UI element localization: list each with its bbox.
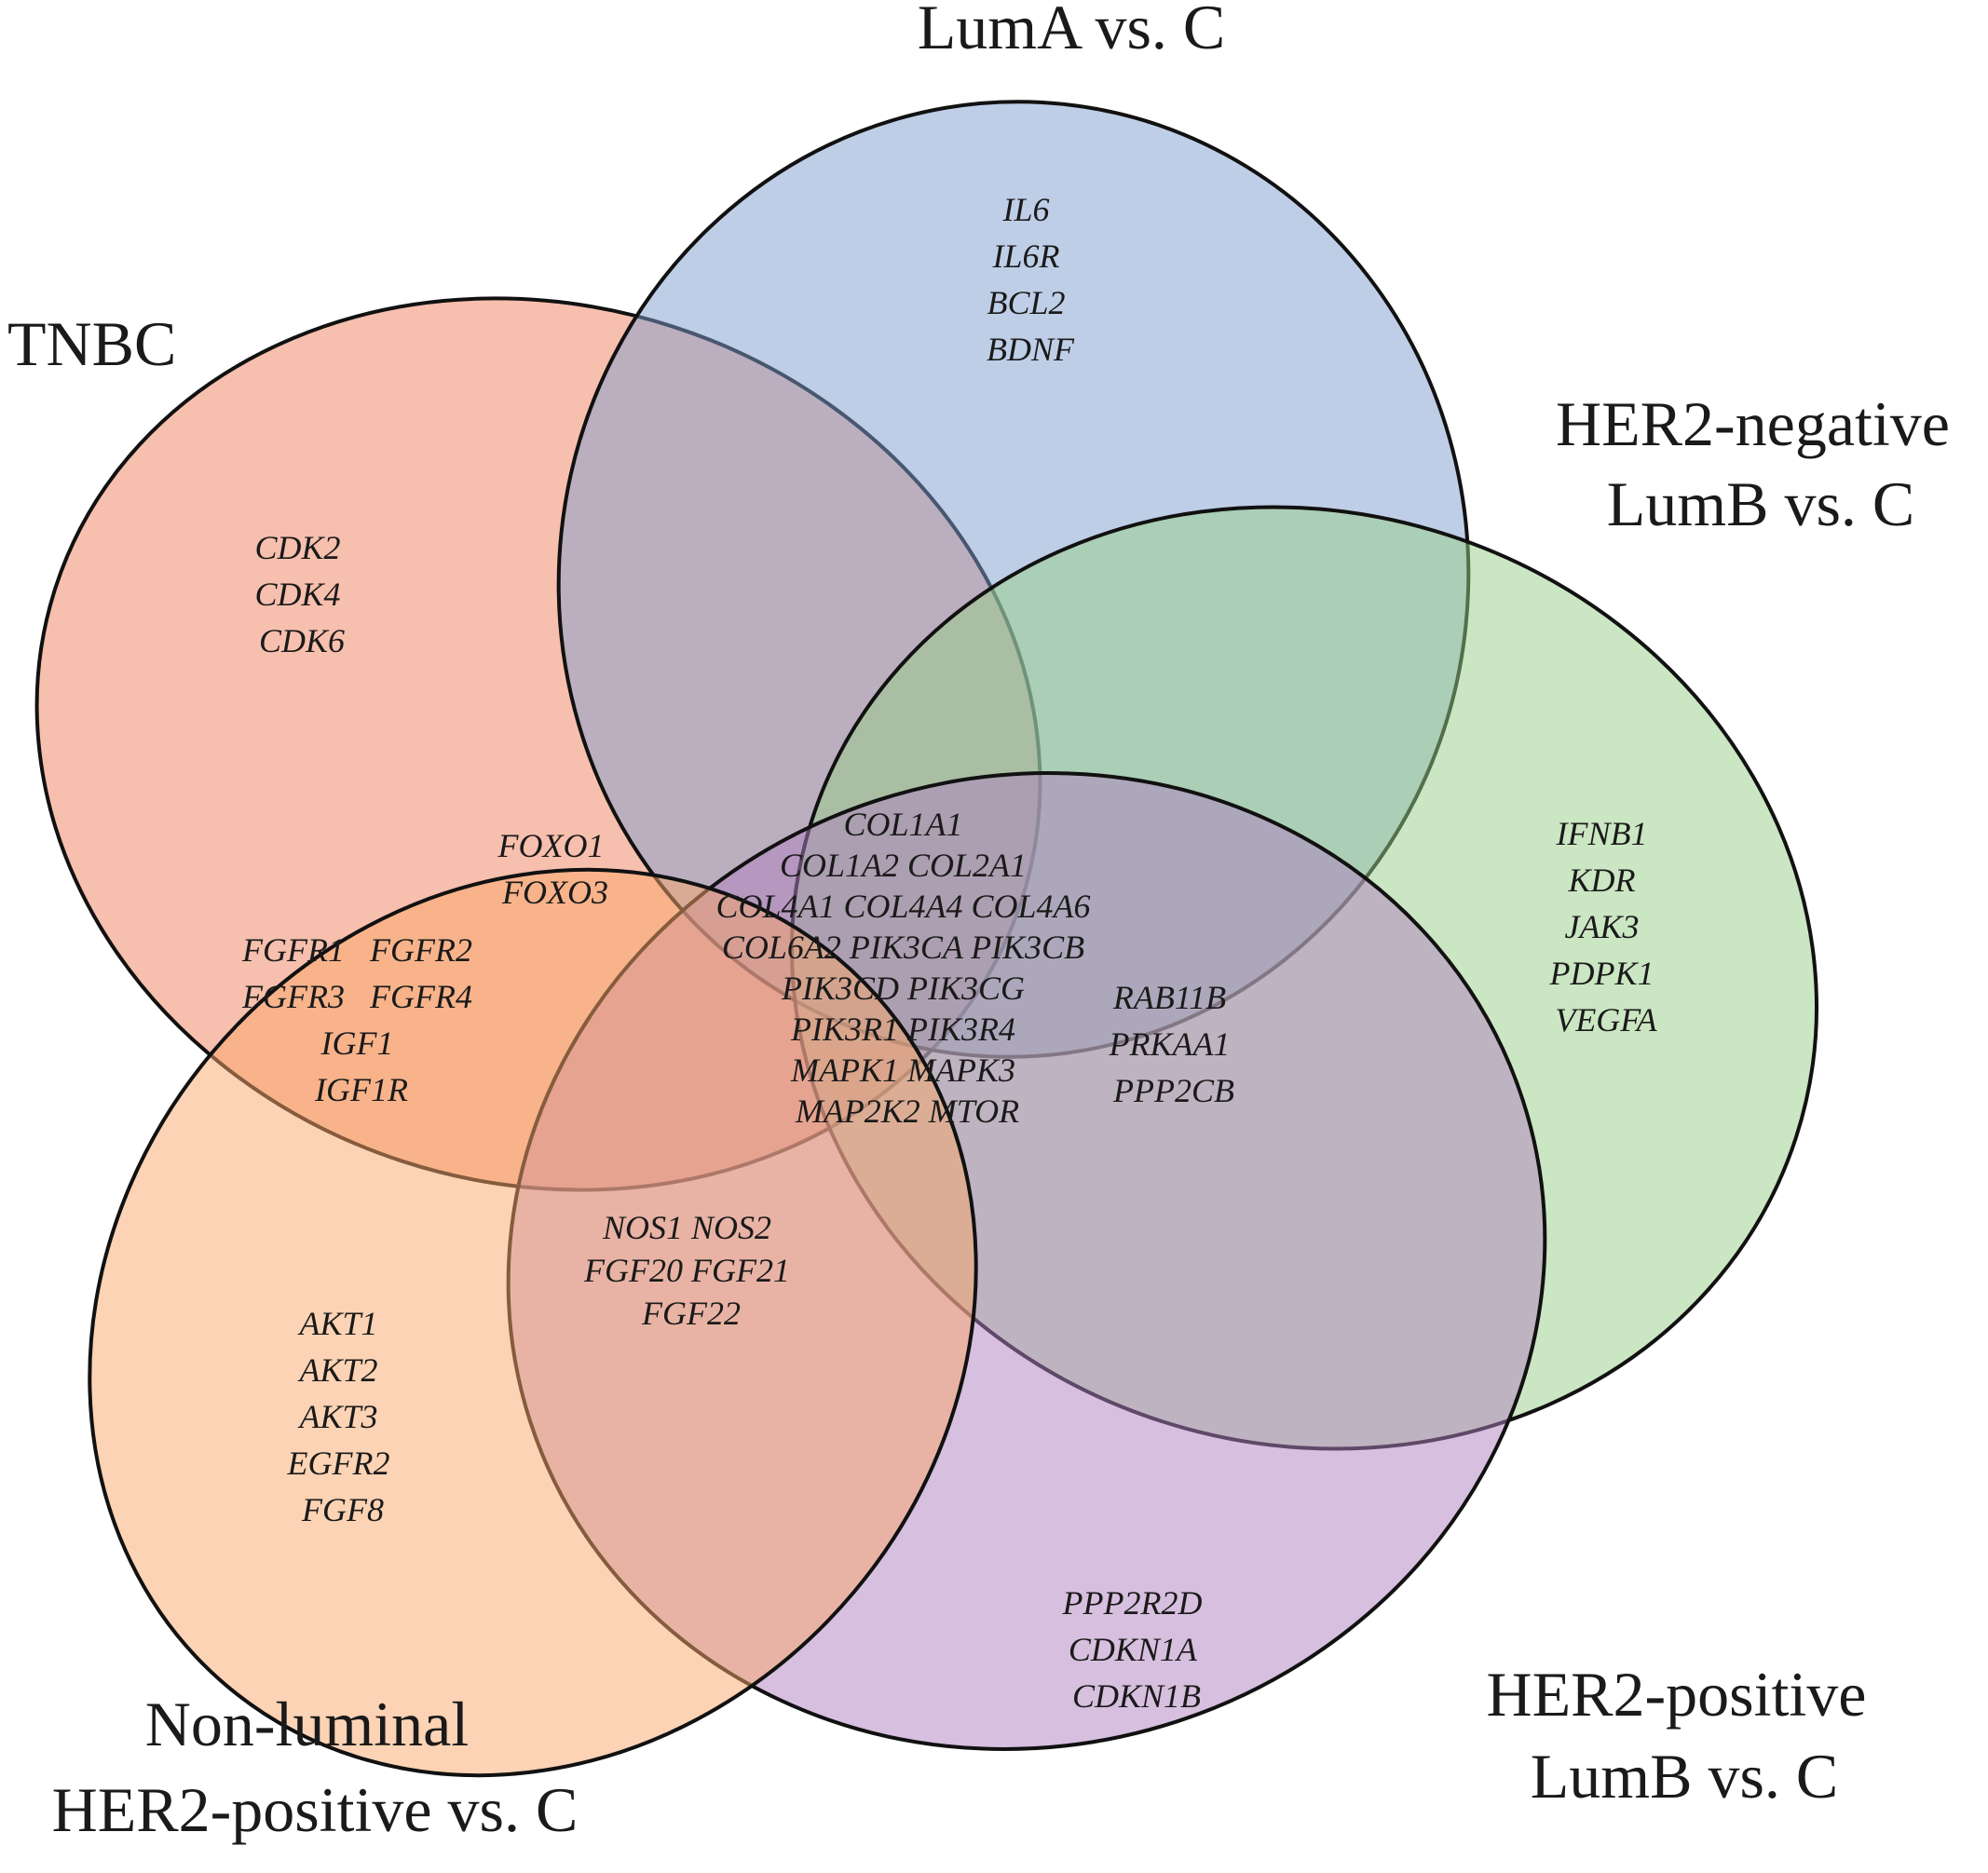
her2neg-title-line-2: LumB vs. C — [1607, 468, 1915, 539]
gene-label: RAB11B — [1112, 979, 1226, 1016]
gene-label: IL6R — [992, 238, 1060, 275]
gene-label: VEGFA — [1555, 1001, 1657, 1038]
gene-label: FGF20 FGF21 — [583, 1252, 790, 1289]
luma-title-line: LumA vs. C — [918, 0, 1226, 62]
region-nos: NOS1 NOS2 FGF20 FGF21 FGF22 — [583, 1209, 798, 1332]
gene-label: IGF1R — [314, 1071, 408, 1108]
nonlum-title-line-1: Non-luminal — [145, 1689, 470, 1759]
gene-label: FGFR1 FGFR2 — [241, 931, 472, 969]
gene-label: COL6A2 PIK3CA PIK3CB — [722, 929, 1084, 966]
gene-label: BCL2 — [987, 284, 1065, 321]
region-luma-only: IL6 IL6R BCL2 BDNF — [987, 191, 1075, 368]
her2pos-title-line-2: LumB vs. C — [1531, 1741, 1839, 1812]
gene-label: CDK2 — [254, 529, 340, 566]
gene-label: PPP2R2D — [1062, 1584, 1203, 1622]
nonlum-title: Non-luminal HER2-positive vs. C — [52, 1689, 579, 1845]
tnbc-title: TNBC — [7, 308, 176, 379]
gene-label: NOS1 NOS2 — [602, 1209, 771, 1246]
region-her2pos-only: PPP2R2D CDKN1A CDKN1B — [1062, 1584, 1211, 1715]
gene-label: COL1A2 COL2A1 — [780, 847, 1027, 884]
region-her2neg-only: IFNB1 KDR JAK3 PDPK1 VEGFA — [1549, 815, 1663, 1038]
gene-label: PIK3CD PIK3CG — [781, 970, 1025, 1007]
gene-label: PPP2CB — [1112, 1072, 1234, 1109]
gene-label: AKT2 — [297, 1351, 377, 1389]
luma-title: LumA vs. C — [918, 0, 1226, 62]
gene-label: KDR — [1568, 862, 1636, 899]
her2neg-title: HER2-negative LumB vs. C — [1556, 388, 1966, 539]
region-tnbc-only: CDK2 CDK4 CDK6 — [254, 529, 348, 659]
gene-label: PRKAA1 — [1109, 1025, 1231, 1063]
gene-label: IL6 — [1001, 191, 1049, 228]
gene-label: IFNB1 — [1556, 815, 1648, 852]
gene-label: AKT3 — [297, 1398, 377, 1435]
tnbc-title-line: TNBC — [7, 308, 176, 379]
region-foxo: FOXO1 FOXO3 — [497, 827, 613, 911]
region-fgfr: FGFR1 FGFR2 FGFR3 FGFR4 IGF1 IGF1R — [241, 931, 481, 1108]
region-nonlum-only: AKT1 AKT2 AKT3 EGFR2 FGF8 — [287, 1305, 399, 1528]
gene-label: AKT1 — [297, 1305, 377, 1342]
gene-label: JAK3 — [1565, 908, 1640, 945]
gene-label: FGF8 — [301, 1491, 384, 1528]
her2pos-title-line-1: HER2-positive — [1487, 1659, 1867, 1730]
gene-label: FOXO1 — [497, 827, 605, 864]
gene-label: MAPK1 MAPK3 — [790, 1052, 1015, 1089]
gene-label: CDKN1B — [1072, 1677, 1201, 1715]
region-core: COL1A1 COL1A2 COL2A1 COL4A1 COL4A4 COL4A… — [715, 806, 1098, 1130]
gene-label: COL1A1 — [843, 806, 962, 843]
gene-label: FGF22 — [641, 1295, 741, 1332]
nonlum-title-line-2: HER2-positive vs. C — [52, 1774, 579, 1845]
nonlum-set-shape — [88, 867, 978, 1778]
gene-label: CDK6 — [259, 622, 345, 659]
her2neg-title-line-1: HER2-negative — [1556, 388, 1950, 459]
gene-label: MAP2K2 MTOR — [795, 1093, 1019, 1130]
gene-label: IGF1 — [320, 1025, 394, 1062]
gene-label: BDNF — [987, 331, 1075, 368]
her2pos-title: HER2-positive LumB vs. C — [1487, 1659, 1883, 1812]
gene-label: PDPK1 — [1549, 955, 1654, 992]
gene-label: FOXO3 — [501, 874, 608, 911]
gene-label: COL4A1 COL4A4 COL4A6 — [715, 888, 1090, 925]
gene-label: FGFR3 FGFR4 — [241, 978, 472, 1015]
gene-label: PIK3R1 PIK3R4 — [790, 1011, 1015, 1048]
gene-label: CDKN1A — [1069, 1631, 1198, 1668]
gene-label: EGFR2 — [287, 1445, 390, 1482]
region-rab: RAB11B PRKAA1 PPP2CB — [1109, 979, 1239, 1109]
gene-label: CDK4 — [254, 576, 340, 613]
